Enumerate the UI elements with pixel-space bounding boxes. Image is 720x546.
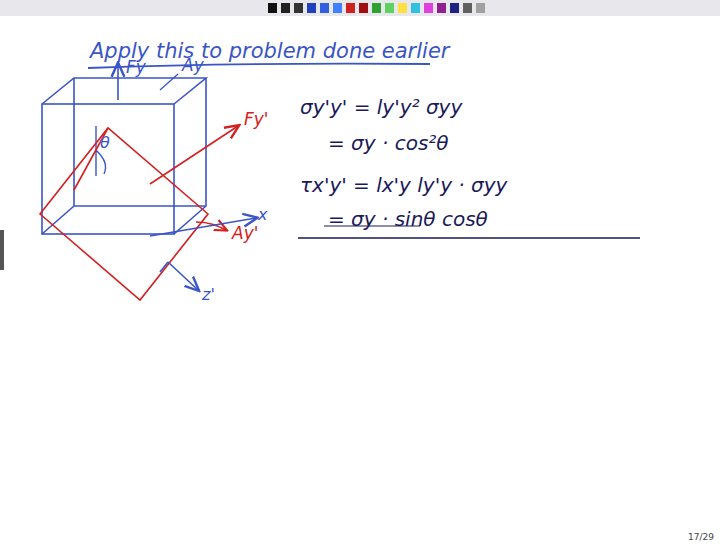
equation: σy'y' = ly'y² σyy bbox=[300, 96, 462, 118]
equation: = σy · sinθ cosθ bbox=[328, 208, 488, 230]
area-label: Ay bbox=[182, 56, 204, 75]
inclined-plane bbox=[40, 128, 208, 300]
axis-label: z' bbox=[202, 286, 215, 304]
force-label: Fy bbox=[126, 58, 146, 77]
toolbar-swatches bbox=[268, 3, 485, 13]
equation: τx'y' = lx'y ly'y · σyy bbox=[300, 174, 507, 196]
cube bbox=[42, 78, 206, 234]
angle-label: θ bbox=[100, 134, 110, 152]
equation: = σy · cos²θ bbox=[328, 132, 449, 154]
area-label: Ay' bbox=[232, 224, 258, 243]
axis-label: x bbox=[258, 206, 267, 224]
toolbar bbox=[0, 0, 720, 16]
page-number: 17/29 bbox=[688, 533, 714, 543]
force-label: Fy' bbox=[244, 110, 269, 129]
